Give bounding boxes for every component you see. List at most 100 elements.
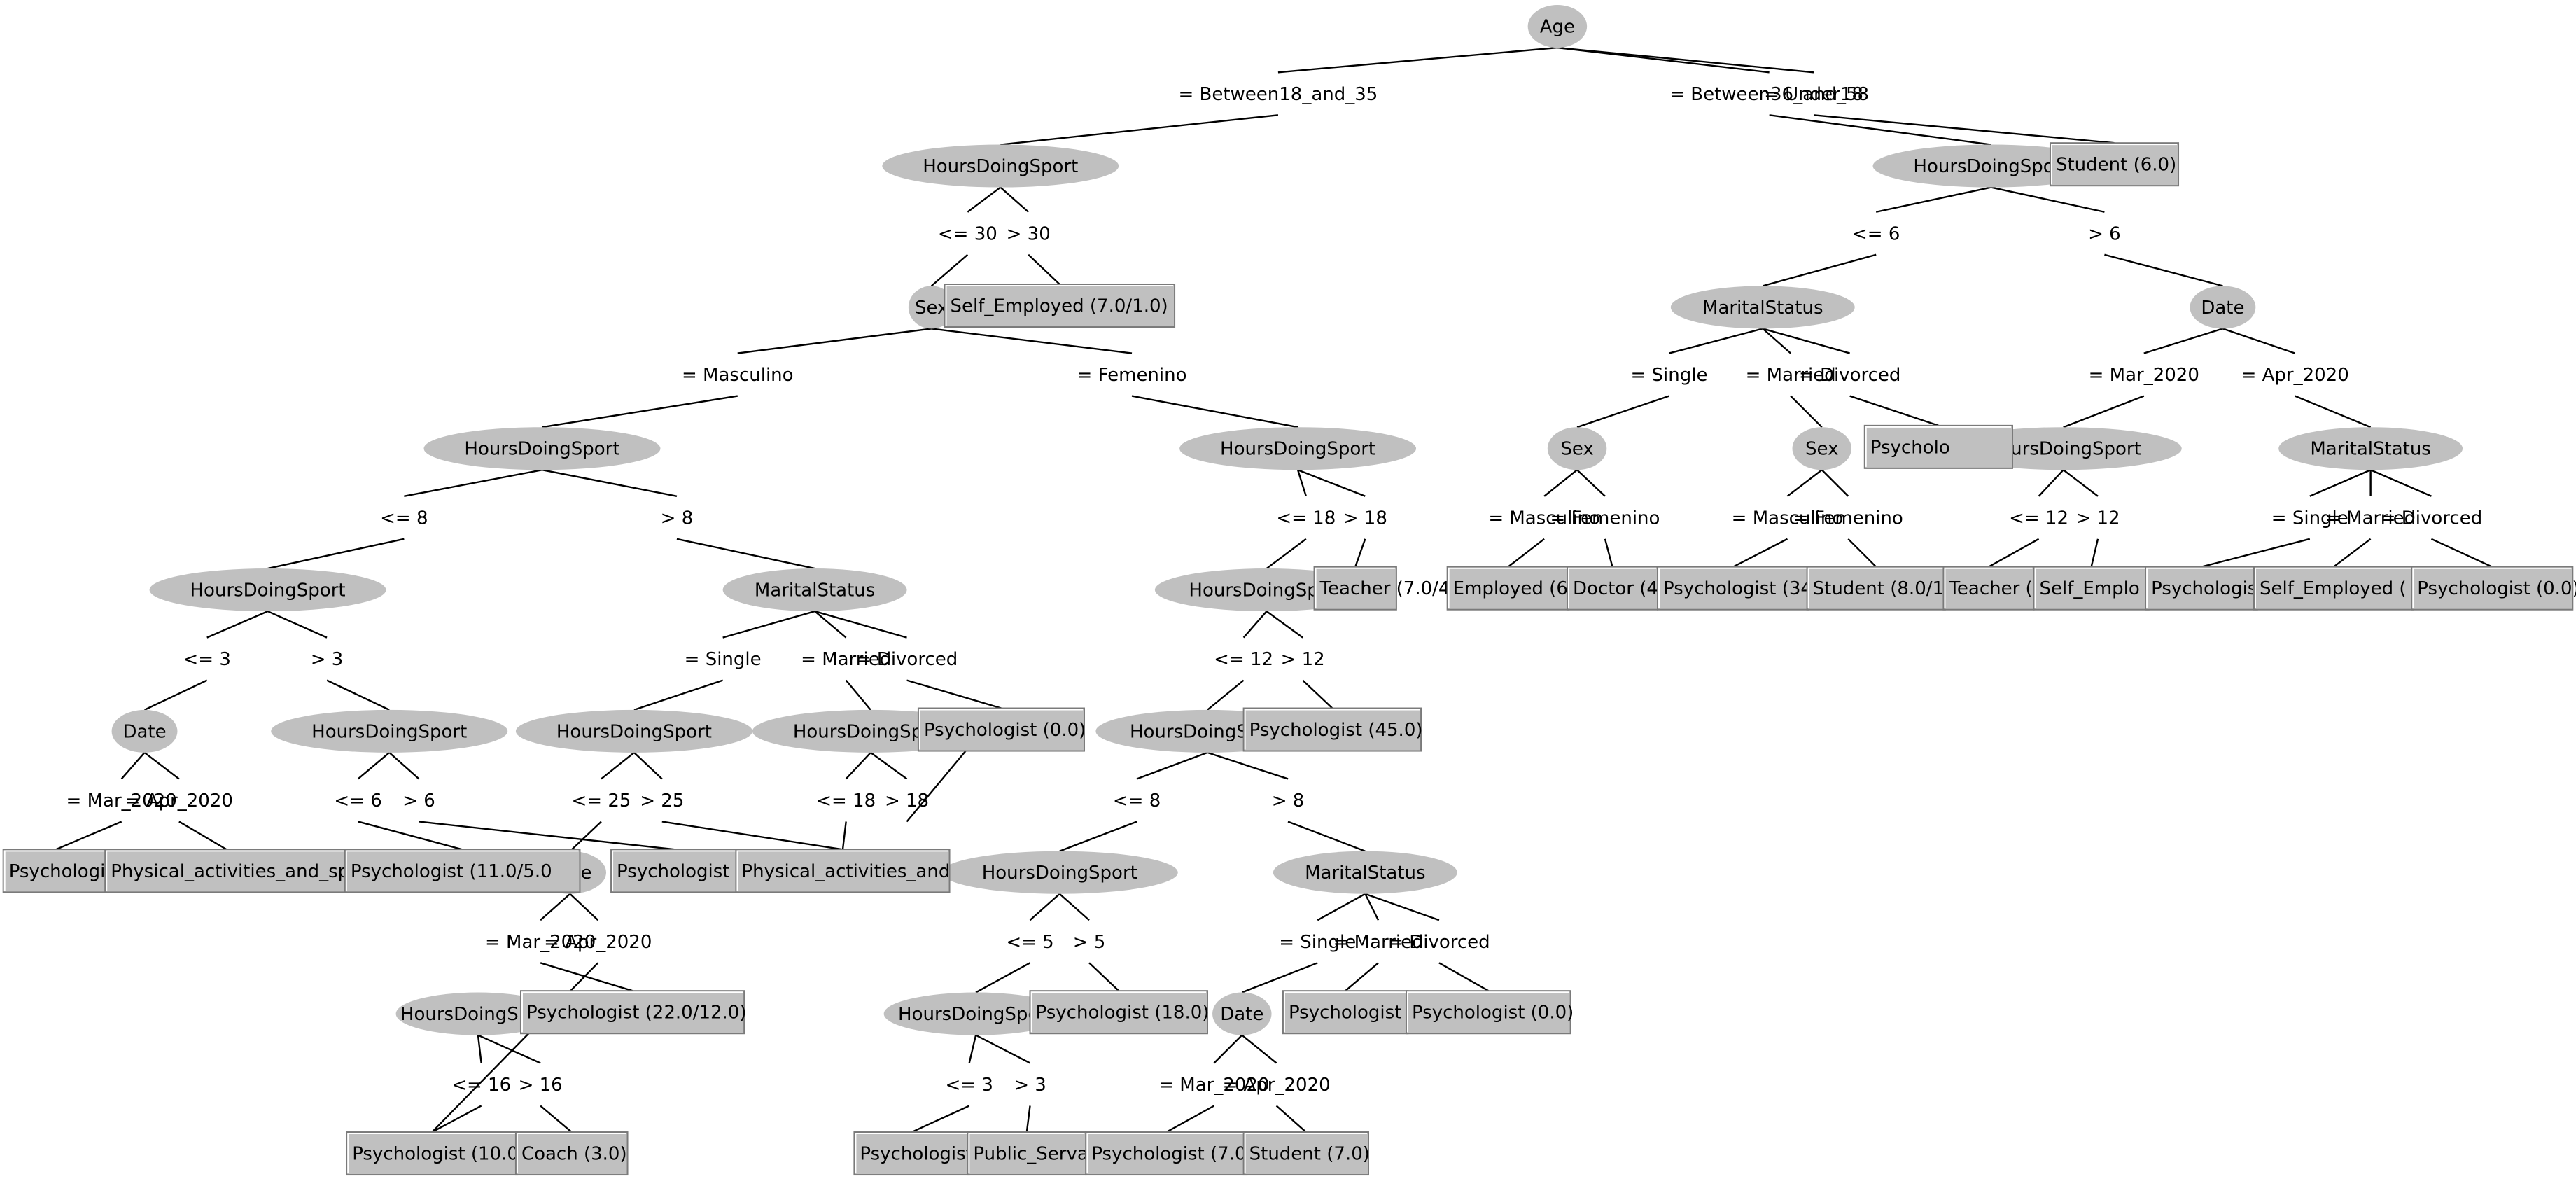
- edge-line-e32-lower: [1287, 821, 1366, 852]
- edge-line-e57: [2370, 469, 2432, 497]
- leaf-label: Self_Employed (: [2260, 578, 2407, 599]
- edge-line-e36-lower: [1026, 1105, 1031, 1133]
- leaf-label: Doctor (4.: [1573, 578, 1664, 599]
- leaf-psychologist-0-0: Psychologist (0.0): [2411, 566, 2576, 611]
- edge-label-12: <= 12: [2009, 508, 2068, 529]
- edge-line-e20: [634, 752, 663, 780]
- edge-label-between36-and-58: = Between36_and_58: [1670, 84, 1869, 105]
- edge-line-e34-lower: [1088, 962, 1120, 992]
- node-label: Date: [2201, 298, 2244, 319]
- edge-line-e40: [1213, 1034, 1243, 1064]
- leaf-box: [1085, 1131, 1248, 1176]
- node-label: HoursDoingSport: [1913, 156, 2068, 177]
- node-ellipse: [111, 709, 178, 753]
- leaf-bevel: [4, 850, 107, 891]
- edge-label-18: > 18: [1343, 508, 1387, 529]
- edge-line-e27: [1296, 469, 1307, 497]
- leaf-label: Student (6.0): [2056, 155, 2176, 176]
- edge-line-e16-lower: [634, 679, 724, 711]
- edge-label-apr-2020: = Apr_2020: [125, 790, 233, 811]
- leaf-box: [2049, 142, 2180, 187]
- node-ellipse: [1670, 286, 1855, 329]
- edge-label-6: <= 6: [1852, 223, 1900, 244]
- edge-line-e6-lower: [542, 395, 738, 428]
- leaf-bevel: [2146, 567, 2256, 608]
- leaf-box: [1446, 566, 1570, 611]
- node-label: Sex: [915, 298, 948, 319]
- edge-line-e6: [737, 328, 932, 354]
- edge-label-single: = Single: [2272, 508, 2348, 529]
- edge-label-5: <= 5: [1006, 932, 1054, 953]
- leaf-box: [1242, 1131, 1370, 1176]
- edge-line-e9-lower: [676, 538, 816, 570]
- edge-line-e30-lower: [1302, 679, 1334, 709]
- edge-label-single: = Single: [1279, 932, 1356, 953]
- edge-line-e17-lower: [845, 679, 872, 711]
- edge-line-e32: [1207, 751, 1289, 780]
- edge-line-e11: [267, 610, 328, 639]
- leaf-box: [917, 707, 1085, 752]
- node-hoursdoingsport: HoursDoingSport: [515, 709, 752, 753]
- edge-line-e29-lower: [1207, 679, 1245, 711]
- edge-label-masculino: = Masculino: [1732, 508, 1844, 529]
- leaf-box: [2253, 566, 2414, 611]
- leaf-bevel: [1567, 567, 1657, 608]
- leaf-psychologist: Psychologist: [853, 1131, 973, 1176]
- leaf-psychologist-45-0: Psychologist (45.0): [1242, 707, 1423, 752]
- edge-line-e39-lower: [1438, 962, 1489, 992]
- leaf-psychologist-0-0: Psychologist (0.0): [1405, 990, 1574, 1035]
- node-ellipse: [908, 286, 955, 329]
- edge-line-e3: [1557, 46, 1814, 74]
- leaf-bevel: [1283, 991, 1407, 1033]
- leaf-psycholo: Psycholo: [1863, 424, 2013, 469]
- nodes-layer: AgeHoursDoingSportSexHoursDoingSportHour…: [2, 5, 2576, 1176]
- edge-line-e12: [120, 752, 146, 780]
- edges-layer: [55, 46, 2493, 1133]
- leaf-box: [1242, 707, 1422, 752]
- edge-line-e28: [1297, 469, 1366, 497]
- node-ellipse: [271, 709, 508, 753]
- leaf-self-employed: Self_Employed (: [2253, 566, 2414, 611]
- node-maritalstatus: MaritalStatus: [1670, 286, 1855, 329]
- node-hoursdoingsport: HoursDoingSport: [883, 992, 1068, 1035]
- edge-line-e25-lower: [841, 821, 847, 850]
- node-ellipse: [424, 427, 661, 470]
- edge-line-e15-lower: [419, 821, 676, 851]
- node-date: Date: [111, 709, 178, 753]
- edge-line-e22: [569, 893, 599, 921]
- leaf-bevel: [1448, 567, 1568, 608]
- edge-line-e50-lower: [1604, 538, 1614, 568]
- edge-line-e55: [2309, 469, 2372, 497]
- edge-line-e56-lower: [2333, 538, 2372, 568]
- edge-label-married: = Married: [801, 649, 891, 670]
- node-ellipse: [149, 568, 386, 612]
- leaf-bevel: [1030, 991, 1206, 1033]
- node-label: MaritalStatus: [1702, 298, 1823, 319]
- edge-line-e52: [1821, 469, 1849, 497]
- leaf-psychologist-0-0: Psychologist (0.0): [917, 707, 1086, 752]
- edge-line-e47: [2143, 328, 2223, 354]
- edge-line-e18: [814, 610, 907, 639]
- edge-line-e20-lower: [662, 821, 844, 851]
- leaf-box: [1942, 566, 2035, 611]
- leaf-box: [519, 990, 746, 1035]
- edge-line-e21-lower: [540, 962, 633, 992]
- node-maritalstatus: MaritalStatus: [1273, 851, 1457, 894]
- leaf-label: Physical_activities_and_sp: [111, 861, 349, 882]
- leaf-bevel: [1865, 426, 2011, 467]
- edge-label-femenino: = Femenino: [1077, 365, 1187, 386]
- leaf-bevel: [345, 850, 579, 891]
- leaf-label: Self_Emplo: [2040, 578, 2140, 599]
- edge-label-femenino: = Femenino: [1793, 508, 1903, 529]
- edge-line-e49: [1544, 469, 1578, 497]
- leaf-label: Teacher (7.0/4: [1320, 578, 1450, 599]
- leaf-psychologist: Psychologist (: [1282, 990, 1415, 1035]
- edge-line-e55-lower: [2201, 538, 2311, 568]
- edge-line-e9: [542, 469, 678, 497]
- leaf-box: [1313, 566, 1397, 611]
- edge-line-e17: [814, 611, 847, 639]
- edge-label-single: = Single: [685, 649, 762, 670]
- edge-line-e27-lower: [1266, 538, 1307, 570]
- edge-line-e53-lower: [1988, 538, 2040, 568]
- edge-label-18: > 18: [885, 790, 929, 811]
